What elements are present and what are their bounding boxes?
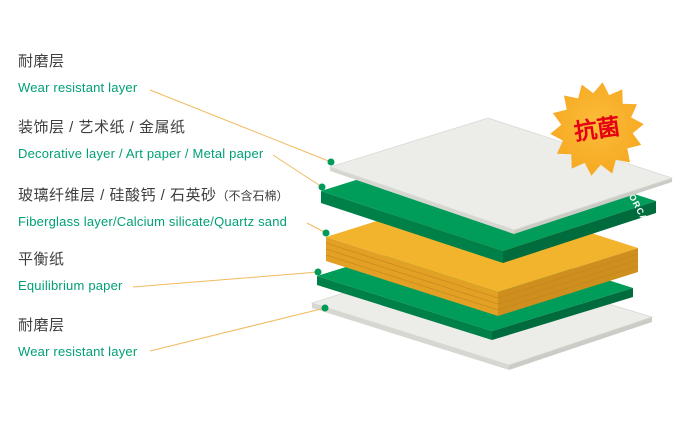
connector-dot (322, 229, 330, 237)
layer-equilibrium-right-edge (492, 288, 633, 340)
leader-line (272, 154, 323, 188)
layer-label-zh: 玻璃纤维层 / 硅酸钙 / 石英砂（不含石棉） (18, 186, 289, 206)
layer-bottom-wear-left-edge (312, 303, 509, 370)
layer-top-wear-top-face (328, 117, 674, 231)
layer-label-zh: 耐磨层 (18, 317, 65, 334)
layer-label-zh: 平衡纸 (18, 251, 65, 268)
core-sheet-stripes (325, 242, 639, 311)
layer-label-zh: 耐磨层 (18, 53, 65, 70)
layer-decorative-left-edge (321, 191, 503, 263)
leader-lines (132, 89, 332, 352)
connector-dot (314, 268, 322, 276)
layer-label-en: Fiberglass layer/Calcium silicate/Quartz… (18, 214, 288, 229)
layer-label-decorative: 装饰层 / 艺术纸 / 金属纸 Decorative layer / Art p… (18, 118, 263, 162)
layer-label-core: 玻璃纤维层 / 硅酸钙 / 石英砂（不含石棉） Fiberglass layer… (18, 186, 289, 230)
layer-top-wear-right-edge (514, 178, 672, 234)
layer-equilibrium-left-edge (317, 276, 492, 340)
asbestos-free-note: （不含石棉） (216, 189, 289, 203)
leader-line (149, 307, 326, 352)
connector-dots (314, 158, 335, 312)
layer-stack: FORCA (310, 117, 674, 370)
layer-top-wear-left-edge (330, 167, 514, 234)
layer-bottom-wear-right-edge (509, 317, 652, 370)
badge-text: 抗菌 (572, 113, 621, 145)
leader-line (149, 89, 332, 163)
antibacterial-badge: 抗菌 (550, 82, 644, 176)
layer-decorative-right-edge (503, 201, 656, 263)
leader-line (132, 271, 319, 288)
layer-label-en: Wear resistant layer (18, 80, 138, 95)
layer-label-en: Equilibrium paper (18, 278, 123, 293)
layer-label-equilibrium: 平衡纸 Equilibrium paper (18, 250, 123, 294)
connector-dot (321, 304, 329, 312)
starburst-icon (550, 82, 644, 176)
layer-label-en: Wear resistant layer (18, 344, 138, 359)
layer-label-bottom-wear: 耐磨层 Wear resistant layer (18, 316, 137, 360)
layer-top-wear (328, 117, 674, 234)
layer-label-zh-main: 玻璃纤维层 / 硅酸钙 / 石英砂 (18, 187, 217, 204)
layer-label-en: Decorative layer / Art paper / Metal pap… (18, 146, 264, 161)
leader-line (306, 222, 327, 234)
layer-label-zh: 装饰层 / 艺术纸 / 金属纸 (18, 119, 186, 136)
layer-label-top-wear: 耐磨层 Wear resistant layer (18, 52, 137, 96)
connector-dot (327, 158, 335, 166)
connector-dot (318, 183, 326, 191)
